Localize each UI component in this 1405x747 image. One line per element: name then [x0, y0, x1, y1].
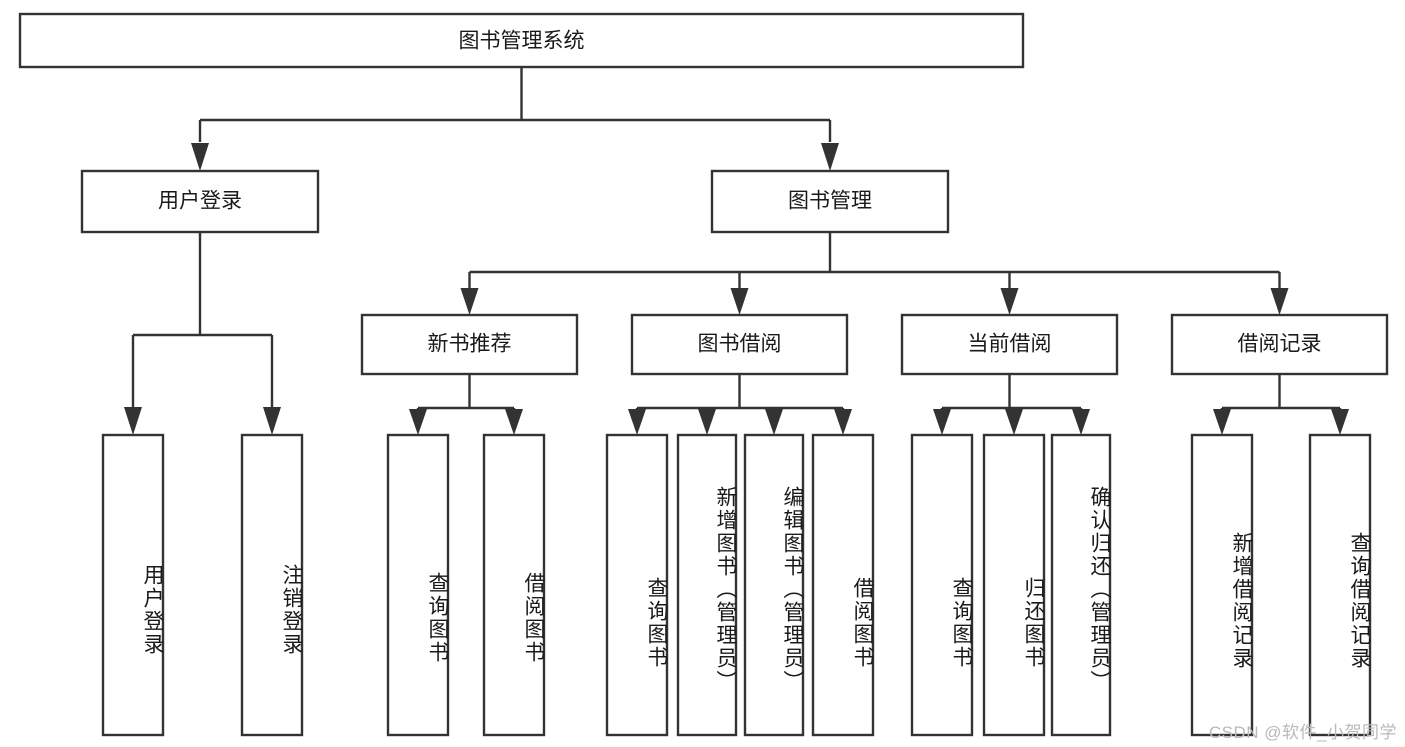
arrowhead-user-login	[191, 143, 209, 171]
node-leaf-query-book-3-box[interactable]	[910, 433, 974, 737]
node-leaf-confirm-return-box[interactable]	[1050, 433, 1112, 737]
node-borrow-record[interactable]: 借阅记录	[1170, 313, 1389, 376]
node-user-login-box	[80, 169, 320, 234]
arrowhead-leaf-query-book-3	[933, 409, 951, 435]
arrowhead-current-borrow	[1000, 288, 1019, 315]
node-leaf-add-book-box[interactable]	[676, 433, 738, 737]
arrowhead-leaf-add-book	[698, 409, 716, 435]
node-leaf-query-book-2-box[interactable]	[605, 433, 669, 737]
node-leaf-user-login-box[interactable]	[101, 433, 165, 737]
node-user-login-label: 用户登录	[158, 190, 242, 213]
arrowhead-borrow-record	[1270, 288, 1289, 315]
arrowhead-leaf-query-book-1	[409, 409, 427, 435]
connector-group	[124, 67, 1349, 435]
node-leaf-edit-book-box[interactable]	[743, 433, 805, 737]
node-user-login[interactable]: 用户登录	[80, 169, 320, 234]
node-leaf-query-book-1-box[interactable]	[386, 433, 450, 737]
node-leaf-return-book-box[interactable]	[982, 433, 1046, 737]
node-root-label: 图书管理系统	[459, 30, 585, 53]
node-leaf-add-record-box[interactable]	[1190, 433, 1254, 737]
arrowhead-leaf-confirm-return	[1072, 409, 1090, 435]
node-leaf-borrow-book-1-box[interactable]	[482, 433, 546, 737]
node-current-borrow-box	[900, 313, 1119, 376]
node-new-book-recommend[interactable]: 新书推荐	[360, 313, 579, 376]
arrowhead-leaf-logout	[263, 407, 281, 435]
node-leaf-logout-box[interactable]	[240, 433, 304, 737]
node-root[interactable]: 图书管理系统	[18, 12, 1025, 69]
node-borrow-record-box	[1170, 313, 1389, 376]
node-leaf-query-record-box[interactable]	[1308, 433, 1372, 737]
arrowhead-book-borrow	[730, 288, 749, 315]
arrowhead-leaf-edit-book	[765, 409, 783, 435]
node-book-manage-label: 图书管理	[788, 190, 872, 213]
node-leaf-borrow-book-2-box[interactable]	[811, 433, 875, 737]
arrowhead-leaf-query-book-2	[628, 409, 646, 435]
node-current-borrow-label: 当前借阅	[968, 333, 1052, 356]
arrowhead-leaf-user-login	[124, 407, 142, 435]
leaf-box-group	[101, 433, 1372, 737]
arrowhead-leaf-query-record	[1331, 409, 1349, 435]
node-root-box	[18, 12, 1025, 69]
node-new-book-recommend-box	[360, 313, 579, 376]
node-book-borrow[interactable]: 图书借阅	[630, 313, 849, 376]
arrowhead-leaf-add-record	[1213, 409, 1231, 435]
node-borrow-record-label: 借阅记录	[1238, 333, 1322, 356]
node-book-borrow-box	[630, 313, 849, 376]
node-new-book-recommend-label: 新书推荐	[428, 333, 512, 356]
node-book-manage-box	[710, 169, 950, 234]
arrowhead-new-book-recommend	[460, 288, 479, 315]
arrowhead-leaf-return-book	[1005, 409, 1023, 435]
node-book-borrow-label: 图书借阅	[698, 333, 782, 356]
node-current-borrow[interactable]: 当前借阅	[900, 313, 1119, 376]
arrowhead-leaf-borrow-book-1	[505, 409, 523, 435]
arrowhead-book-manage	[821, 143, 839, 171]
csdn-watermark: CSDN @软件_小贺同学	[1208, 723, 1397, 742]
node-book-manage[interactable]: 图书管理	[710, 169, 950, 234]
arrowhead-leaf-borrow-book-2	[834, 409, 852, 435]
